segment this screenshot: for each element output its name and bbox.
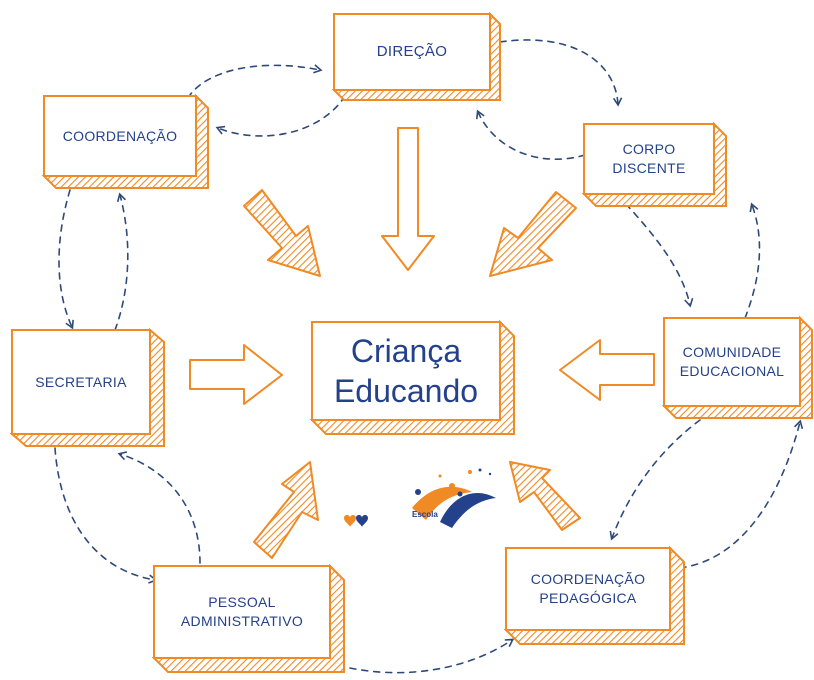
box-pessoal — [151, 563, 345, 673]
logo-dot-5 — [478, 468, 482, 472]
label-pessoal-line1: PESSOAL — [208, 594, 276, 611]
logo-heart-navy — [356, 515, 368, 527]
label-corpo-discente-line1: CORPO — [622, 141, 676, 158]
logo-dot-2 — [449, 483, 455, 489]
label-center: Criança Educando — [312, 322, 500, 420]
box-direcao — [331, 11, 501, 101]
arrow-from-coord-pedagogica — [509, 461, 581, 531]
school-logo — [344, 468, 496, 528]
label-coord-pedagogica: COORDENAÇÃO PEDAGÓGICA — [506, 548, 670, 630]
label-coordenacao: COORDENAÇÃO — [44, 96, 196, 176]
connector-direcao-to-coordenacao — [215, 95, 346, 137]
box-center-face — [311, 321, 501, 421]
arrow-from-corpo-discente — [489, 191, 577, 277]
label-coordenacao-text: COORDENAÇÃO — [62, 127, 178, 144]
logo-navy-wing — [440, 492, 496, 528]
box-center — [309, 319, 515, 435]
box-secretaria-face — [11, 329, 151, 435]
arrow-from-secretaria — [189, 344, 283, 405]
label-pessoal: PESSOAL ADMINISTRATIVO — [154, 566, 330, 658]
box-pessoal-face — [153, 565, 331, 659]
connector-pessoal-to-secretaria — [117, 451, 201, 564]
box-corpo-discente-face — [583, 123, 715, 195]
logo-heart-orange — [344, 515, 356, 527]
logo-dot-3 — [457, 491, 463, 497]
label-center-line2: Educando — [333, 373, 479, 409]
box-coordenacao-face — [43, 95, 197, 177]
connector-corpo-discente-to-comunidade — [617, 194, 694, 308]
label-comunidade: COMUNIDADE EDUCACIONAL — [664, 318, 800, 406]
arrow-from-direcao — [381, 127, 435, 271]
logo-dot-6 — [488, 472, 492, 476]
connector-pessoal-to-coord-pedagogica — [349, 638, 515, 674]
arrow-from-coordenacao — [243, 189, 321, 277]
box-direcao-face — [333, 13, 491, 91]
box-secretaria — [9, 327, 165, 447]
connector-coordenacao-to-secretaria — [58, 189, 74, 330]
label-coord-pedagogica-line2: PEDAGÓGICA — [539, 590, 637, 606]
label-direcao-text: DIREÇÃO — [376, 42, 448, 60]
connector-corpo-discente-to-direcao — [476, 109, 586, 160]
logo-text: Escola — [412, 510, 438, 519]
logo-dot-7 — [438, 474, 442, 478]
arrow-from-pessoal — [253, 461, 319, 559]
label-center-line1: Criança — [350, 333, 462, 369]
label-comunidade-line1: COMUNIDADE — [682, 344, 782, 361]
label-corpo-discente: CORPO DISCENTE — [584, 124, 714, 194]
connector-direcao-to-corpo-discente — [499, 39, 623, 107]
label-comunidade-line2: EDUCACIONAL — [679, 363, 785, 379]
label-direcao: DIREÇÃO — [334, 14, 490, 90]
box-coord-pedagogica — [503, 545, 685, 645]
connector-coordenacao-to-direcao — [187, 64, 323, 99]
box-coord-pedagogica-face — [505, 547, 671, 631]
label-secretaria-text: SECRETARIA — [35, 373, 127, 390]
logo-dot-1 — [415, 489, 421, 495]
box-coordenacao — [41, 93, 209, 189]
logo-orange-wing — [412, 486, 472, 520]
connector-coord-pedagogica-to-comunidade — [679, 419, 804, 569]
box-comunidade-face — [663, 317, 801, 407]
box-comunidade — [661, 315, 813, 419]
connector-comunidade-to-corpo-discente — [744, 202, 761, 319]
center-arrows — [189, 127, 655, 559]
arrow-from-comunidade — [559, 339, 655, 401]
label-secretaria: SECRETARIA — [12, 330, 150, 434]
label-pessoal-line2: ADMINISTRATIVO — [180, 613, 304, 629]
connector-secretaria-to-coordenacao — [114, 192, 129, 331]
logo-dot-4 — [468, 470, 472, 474]
connector-comunidade-to-coord-pedagogica — [609, 419, 701, 541]
label-corpo-discente-line2: DISCENTE — [612, 160, 686, 176]
box-corpo-discente — [581, 121, 727, 207]
label-coord-pedagogica-line1: COORDENAÇÃO — [530, 571, 646, 588]
connector-secretaria-to-pessoal — [54, 447, 158, 584]
